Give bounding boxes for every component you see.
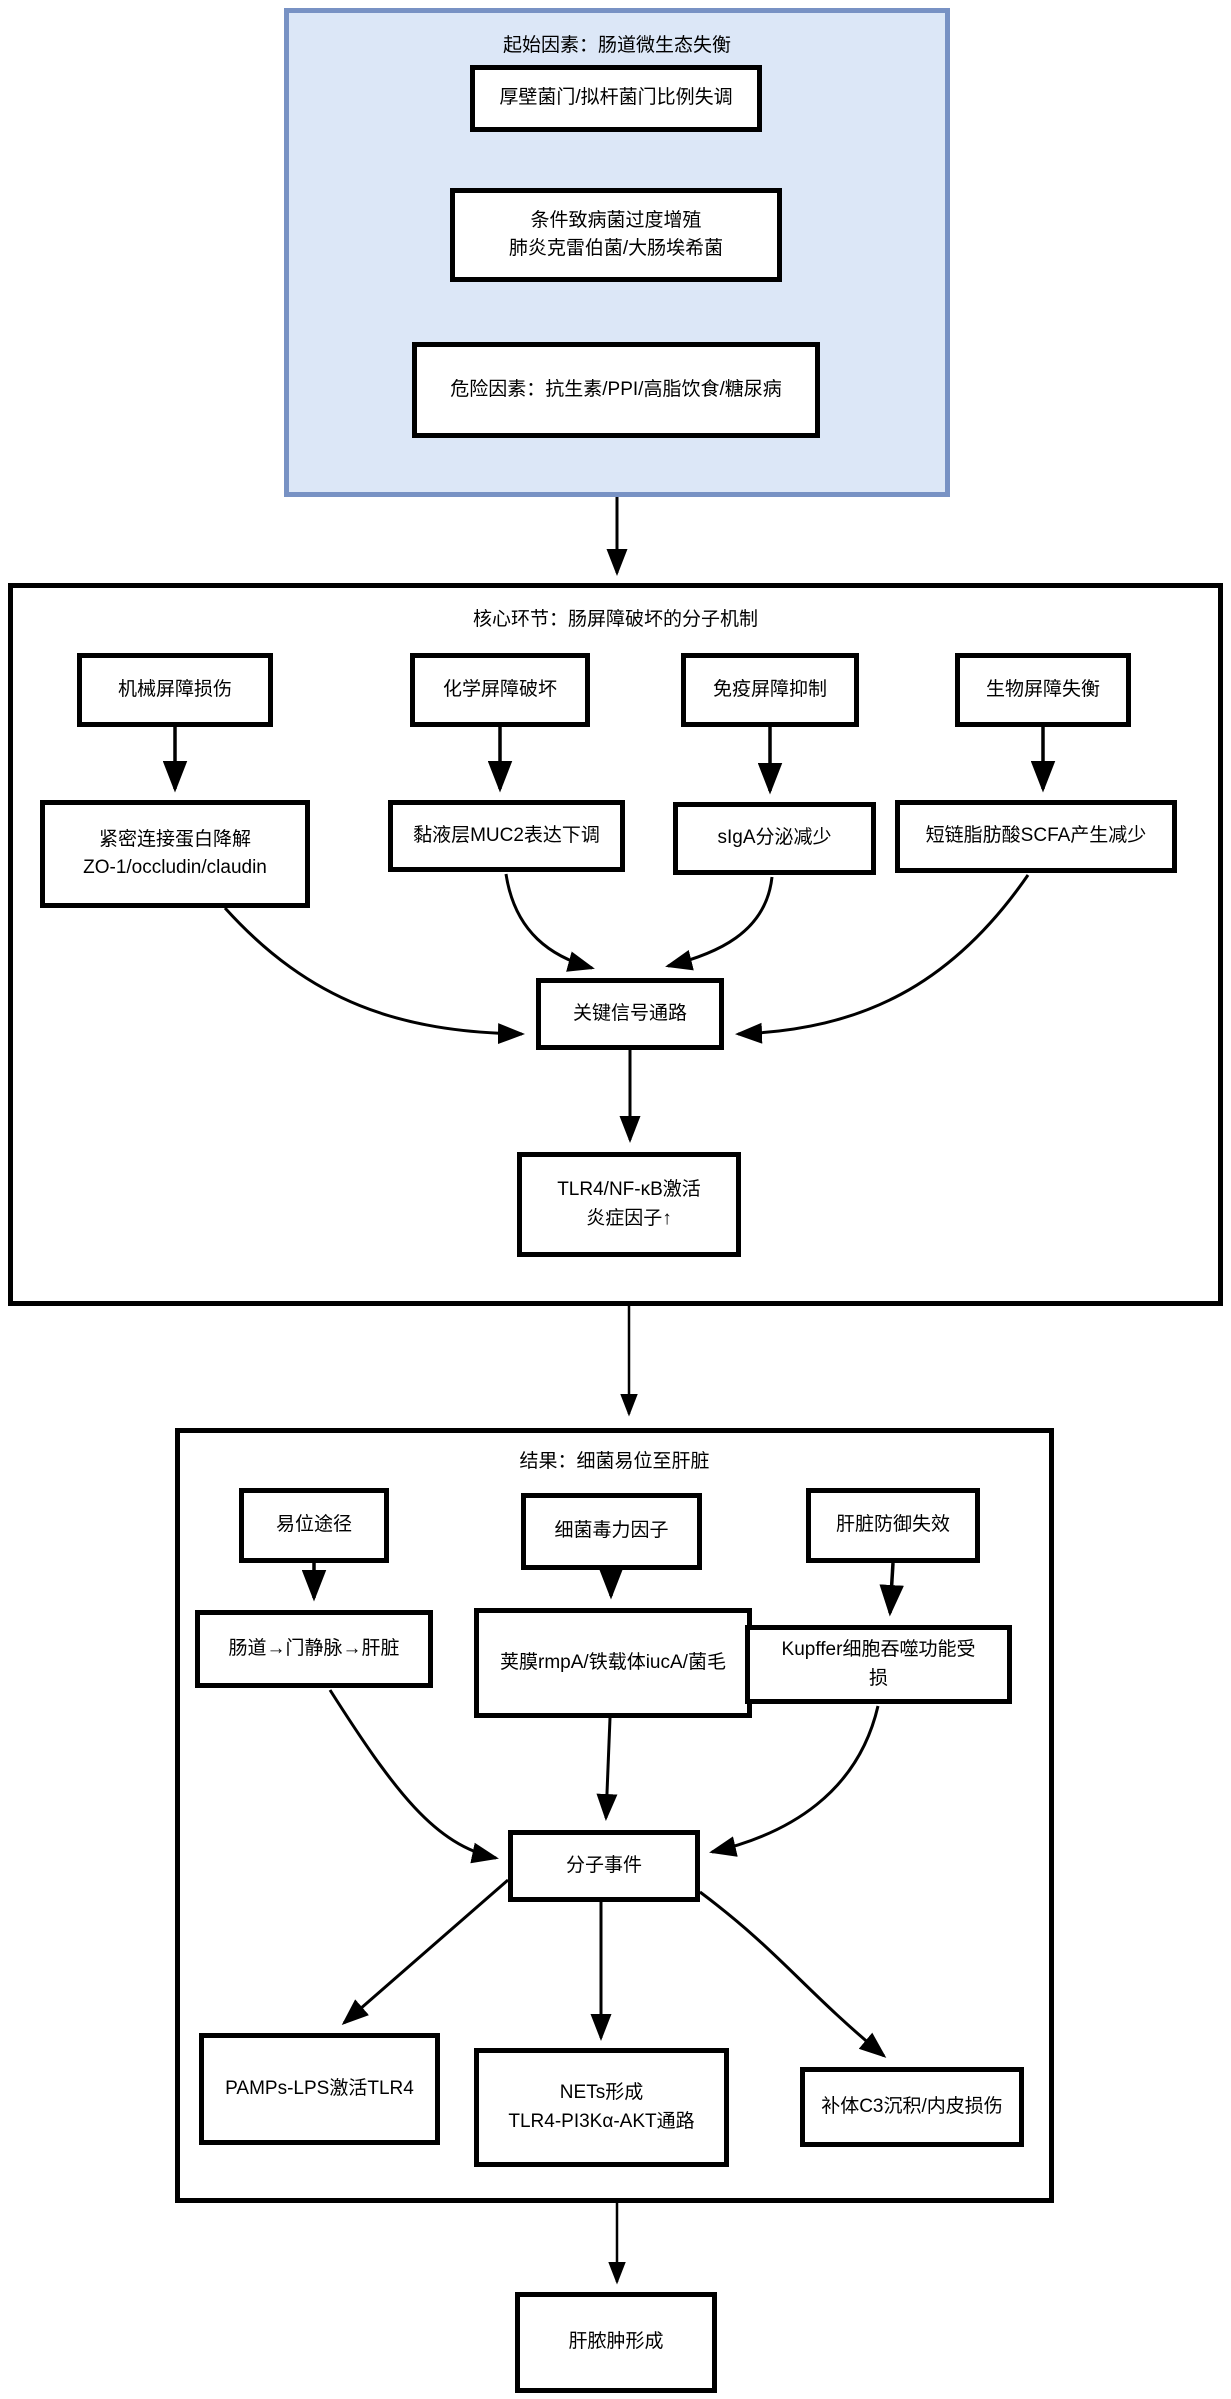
node-tlr4-nfkb-activation: TLR4/NF-κB激活 炎症因子↑	[517, 1152, 741, 1257]
node-capsule-siderophore-pili: 荚膜rmpA/铁载体iucA/菌毛	[474, 1608, 752, 1718]
node-liver-defense-failure: 肝脏防御失效	[806, 1488, 980, 1563]
node-label: 生物屏障失衡	[985, 678, 1100, 700]
section-result-title: 结果：细菌易位至肝脏	[519, 1451, 710, 1472]
node-label: 短链脂肪酸SCFA产生减少	[925, 825, 1147, 847]
node-label: PAMPs-LPS激活TLR4	[225, 2077, 414, 2099]
node-mechanical-barrier: 机械屏障损伤	[77, 653, 273, 727]
node-label: 化学屏障破坏	[442, 678, 557, 700]
node-label: 细菌毒力因子	[554, 1520, 669, 1542]
node-label: 肝脓肿形成	[568, 2331, 664, 2353]
node-label: 分子事件	[565, 1854, 642, 1876]
node-label: sIgA分泌减少	[717, 827, 832, 849]
arrow-siga-to-hub	[665, 876, 774, 971]
node-kupffer-impairment: Kupffer细胞吞噬功能受 损	[745, 1625, 1012, 1704]
node-liver-abscess-formation: 肝脓肿形成	[515, 2292, 717, 2393]
section-initial-title: 起始因素：肠道微生态失衡	[502, 35, 731, 56]
node-label: 危险因素：抗生素/PPI/高脂饮食/糖尿病	[450, 378, 782, 400]
node-firmicutes-ratio: 厚壁菌门/拟杆菌门比例失调	[470, 65, 762, 132]
node-label: 肠道→门静脉→肝脏	[228, 1637, 400, 1659]
arrow-kupffer-to-hub	[709, 1705, 880, 1857]
node-siga-reduction: sIgA分泌减少	[673, 802, 876, 875]
node-virulence-factors: 细菌毒力因子	[521, 1493, 702, 1570]
node-label: TLR4/NF-κB激活 炎症因子↑	[557, 1179, 701, 1229]
arrow-gutroute-to-hub	[328, 1689, 499, 1864]
section-translocation-result	[175, 1428, 1054, 2203]
node-pamps-lps-tlr4: PAMPs-LPS激活TLR4	[199, 2033, 440, 2145]
node-risk-factors: 危险因素：抗生素/PPI/高脂饮食/糖尿病	[412, 342, 820, 438]
node-nets-formation: NETs形成 TLR4-PI3Kα-AKT通路	[474, 2048, 729, 2167]
node-translocation-route: 易位途径	[239, 1488, 389, 1563]
node-tight-junction-degradation: 紧密连接蛋白降解 ZO-1/occludin/claudin	[40, 800, 310, 908]
arrow-mucus-to-hub	[504, 873, 595, 972]
node-label: 肝脏防御失效	[835, 1514, 950, 1536]
node-label: NETs形成 TLR4-PI3Kα-AKT通路	[508, 2082, 695, 2132]
node-complement-c3-deposition: 补体C3沉积/内皮损伤	[800, 2067, 1024, 2147]
arrow-tightjunction-to-hub	[223, 906, 525, 1045]
arrow-defense-down	[879, 1562, 904, 1617]
node-label: 易位途径	[275, 1514, 352, 1536]
node-key-signaling-pathway: 关键信号通路	[536, 978, 724, 1050]
node-label: 厚壁菌门/拟杆菌门比例失调	[499, 87, 733, 109]
arrow-hub-to-pamps	[341, 1878, 509, 2025]
node-label: 机械屏障损伤	[117, 678, 232, 700]
section-core-mechanism	[8, 583, 1223, 1306]
node-label: Kupffer细胞吞噬功能受 损	[781, 1639, 976, 1689]
node-opportunistic-pathogens: 条件致病菌过度增殖 肺炎克雷伯菌/大肠埃希菌	[450, 188, 782, 282]
arrow-scfa-to-hub	[735, 874, 1030, 1044]
node-label: 关键信号通路	[572, 1002, 687, 1024]
node-label: 免疫屏障抑制	[712, 678, 827, 700]
node-label: 紧密连接蛋白降解 ZO-1/occludin/claudin	[83, 828, 267, 879]
arrow-capsule-to-hub	[596, 1717, 618, 1821]
node-label: 条件致病菌过度增殖 肺炎克雷伯菌/大肠埃希菌	[508, 209, 724, 260]
node-label: 荚膜rmpA/铁载体iucA/菌毛	[500, 1651, 726, 1673]
node-label: 补体C3沉积/内皮损伤	[821, 2095, 1003, 2117]
node-chemical-barrier: 化学屏障破坏	[410, 653, 590, 727]
node-immune-barrier: 免疫屏障抑制	[681, 653, 859, 727]
node-scfa-reduction: 短链脂肪酸SCFA产生减少	[895, 800, 1177, 873]
node-molecular-events: 分子事件	[508, 1830, 700, 1902]
node-gut-portalvein-liver: 肠道→门静脉→肝脏	[195, 1610, 433, 1688]
section-core-title: 核心环节：肠屏障破坏的分子机制	[472, 609, 758, 630]
node-muc2-downregulation: 黏液层MUC2表达下调	[388, 800, 625, 872]
node-label: 黏液层MUC2表达下调	[413, 824, 600, 846]
node-biological-barrier: 生物屏障失衡	[955, 653, 1131, 727]
arrow-hub-to-complement	[699, 1890, 887, 2058]
